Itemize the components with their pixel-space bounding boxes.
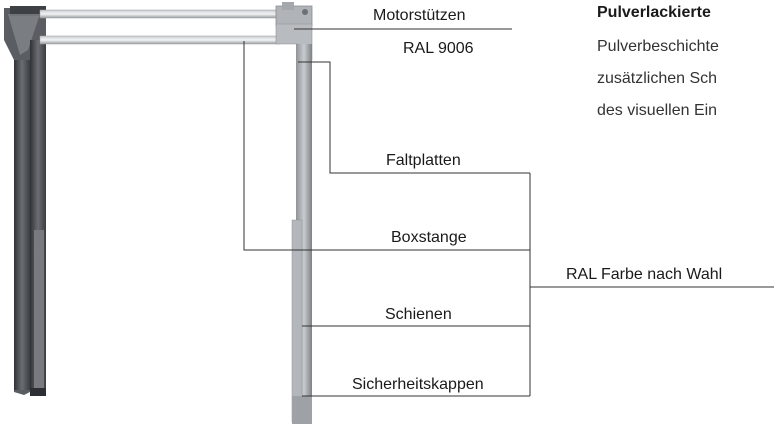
left-post — [4, 6, 46, 396]
label-sicherheitskappen: Sicherheitskappen — [352, 376, 484, 393]
label-faltplatten: Faltplatten — [386, 152, 461, 169]
info-heading: Pulverlackierte — [597, 4, 711, 21]
label-motorstuetzen: Motorstützen — [373, 7, 466, 24]
label-ral-farbe: RAL Farbe nach Wahl — [566, 266, 723, 283]
label-boxstange: Boxstange — [391, 229, 467, 246]
top-bars — [39, 9, 281, 45]
leader-lines — [243, 28, 774, 397]
label-schienen: Schienen — [385, 306, 452, 323]
info-line-3: des visuellen Ein — [597, 102, 718, 119]
info-line-2: zusätzlichen Sch — [597, 70, 718, 87]
info-line-1: Pulverbeschichte — [597, 38, 719, 55]
right-post — [275, 2, 313, 424]
label-ral-9006: RAL 9006 — [403, 40, 474, 57]
